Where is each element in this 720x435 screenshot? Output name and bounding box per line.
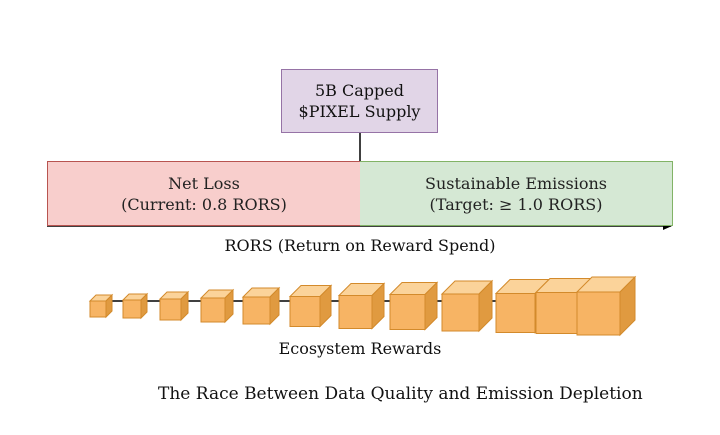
reward-cube [575, 275, 637, 337]
sustainable-title: Sustainable Emissions [425, 173, 607, 193]
sustainable-subtitle: (Target: ≥ 1.0 RORS) [429, 194, 603, 214]
diagram-caption: The Race Between Data Quality and Emissi… [158, 384, 643, 404]
rors-axis-label: RORS (Return on Reward Spend) [224, 236, 496, 255]
net-loss-title: Net Loss [168, 173, 240, 193]
supply-box: 5B Capped $PIXEL Supply [281, 69, 438, 133]
reward-cubes [88, 275, 637, 337]
reward-cube [121, 292, 149, 320]
reward-cube [199, 288, 235, 324]
reward-cube [158, 290, 190, 322]
net-loss-subtitle: (Current: 0.8 RORS) [121, 194, 287, 214]
supply-box-line2: $PIXEL Supply [298, 102, 421, 121]
reward-cube [388, 281, 439, 331]
reward-cube [241, 286, 281, 326]
reward-cube [337, 282, 386, 330]
reward-cube [288, 284, 333, 328]
reward-cube [88, 293, 114, 319]
sustainable-zone: Sustainable Emissions (Target: ≥ 1.0 ROR… [360, 161, 673, 226]
supply-box-line1: 5B Capped [315, 81, 404, 100]
reward-cube [440, 279, 494, 333]
ecosystem-rewards-label: Ecosystem Rewards [278, 339, 442, 358]
net-loss-zone: Net Loss (Current: 0.8 RORS) [47, 161, 360, 226]
